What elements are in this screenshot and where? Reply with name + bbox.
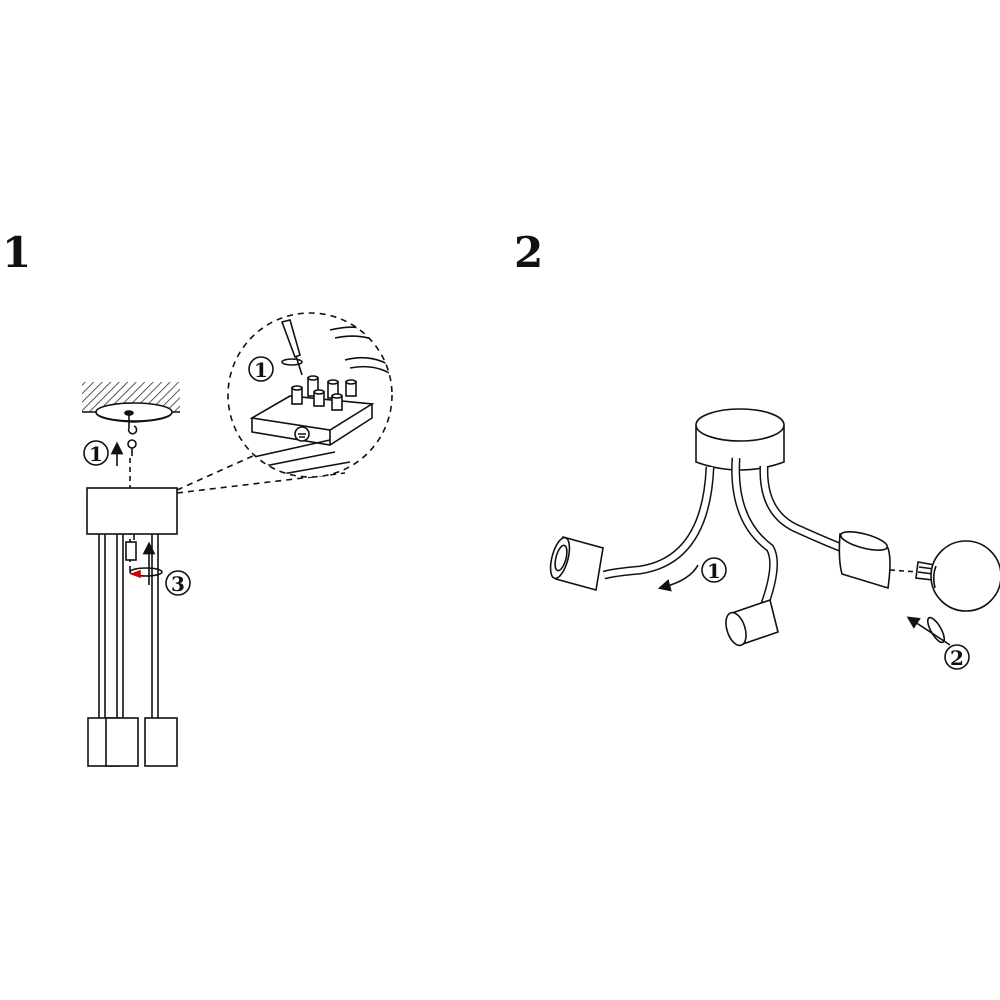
- svg-text:1: 1: [707, 559, 721, 583]
- suspension-rods: [98, 534, 159, 722]
- step-2-number: 2: [514, 228, 544, 277]
- ceiling-plate: [95, 402, 173, 423]
- rotate-arrow-icon: [129, 541, 163, 585]
- step-1-number: 1: [2, 228, 32, 277]
- step-marker-hook: 1: [83, 440, 109, 466]
- svg-text:1: 1: [254, 358, 268, 382]
- step-1-drawing: 1: [82, 312, 393, 767]
- flexible-arms: [602, 457, 844, 614]
- step-marker-zoom: 1: [248, 356, 274, 382]
- socket-left: [549, 535, 604, 592]
- svg-text:1: 1: [89, 442, 103, 466]
- ring-icon: [127, 439, 137, 456]
- zoom-guide-line: [176, 454, 256, 491]
- hook-icon: [127, 415, 138, 435]
- step-marker-screw: 3: [165, 570, 191, 596]
- svg-text:3: 3: [171, 572, 185, 596]
- bulb-icon: [915, 540, 1000, 612]
- svg-text:2: 2: [950, 646, 964, 670]
- lamp-shades: [87, 717, 178, 767]
- step-2-drawing: 2 1: [549, 408, 1000, 670]
- rotate-arrow-icon-2: [906, 616, 951, 646]
- canopy: [86, 487, 178, 535]
- terminal-block-detail: [239, 319, 392, 477]
- step-marker-arm: 1: [701, 557, 727, 583]
- step-marker-bulb: 2: [944, 644, 970, 670]
- socket-middle: [725, 598, 779, 647]
- dashed-guide-line-2: [889, 569, 919, 573]
- bend-arrow-icon: [657, 564, 699, 592]
- socket-right: [838, 531, 891, 590]
- screw-icon: [125, 541, 137, 561]
